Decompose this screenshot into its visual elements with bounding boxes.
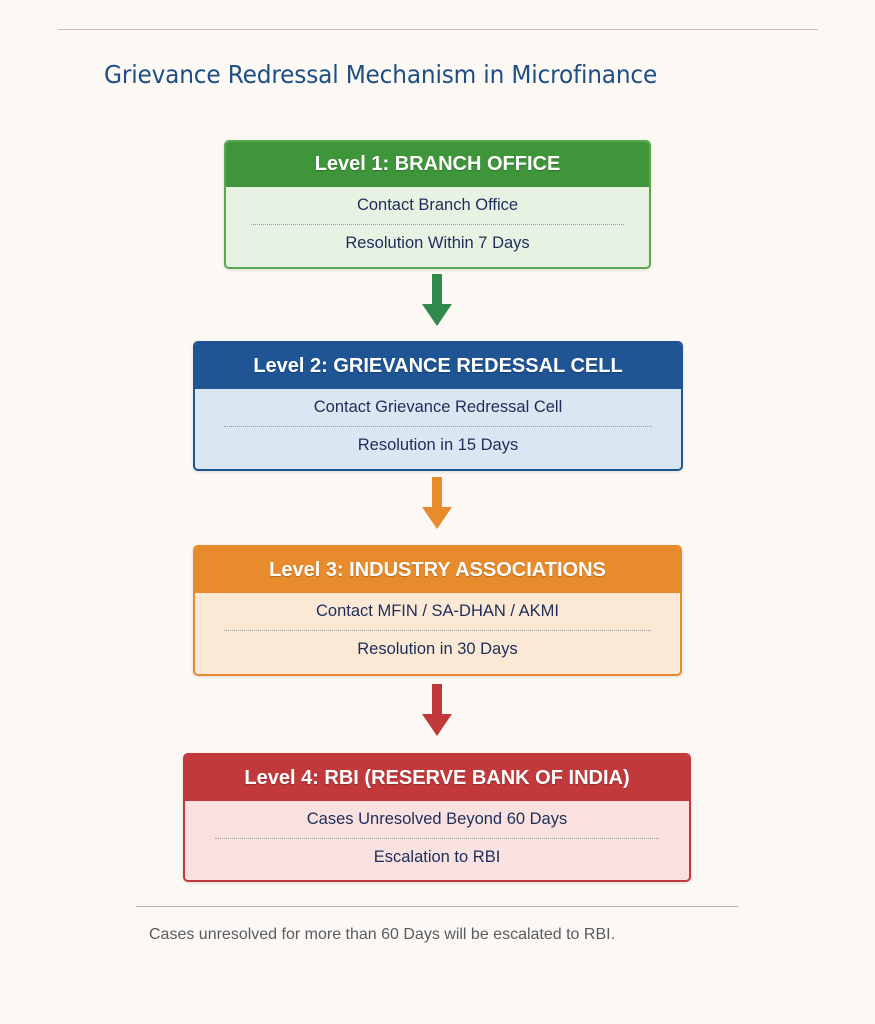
level-2-box: Level 2: GRIEVANCE REDESSAL CELL Contact… xyxy=(193,341,683,471)
arrow-3-head xyxy=(422,714,452,736)
level-4-divider xyxy=(215,838,659,839)
level-4-heading: Level 4: RBI (RESERVE BANK OF INDIA) xyxy=(185,755,689,801)
arrow-3-shaft xyxy=(432,684,442,716)
page-title: Grievance Redressal Mechanism in Microfi… xyxy=(104,60,658,89)
level-4-escalation: Escalation to RBI xyxy=(373,848,501,866)
top-divider xyxy=(58,29,818,30)
level-1-box: Level 1: BRANCH OFFICE Contact Branch Of… xyxy=(224,140,651,269)
arrow-2-shaft xyxy=(432,477,442,509)
arrow-down-icon xyxy=(422,274,452,326)
level-2-resolution: Resolution in 15 Days xyxy=(357,436,519,454)
level-4-box: Level 4: RBI (RESERVE BANK OF INDIA) Cas… xyxy=(183,753,691,882)
arrow-down-icon xyxy=(422,684,452,736)
bottom-divider xyxy=(136,906,738,907)
level-3-heading: Level 3: INDUSTRY ASSOCIATIONS xyxy=(195,547,680,593)
level-2-heading: Level 2: GRIEVANCE REDESSAL CELL xyxy=(195,343,681,389)
arrow-1-head xyxy=(422,304,452,326)
level-3-contact: Contact MFIN / SA-DHAN / AKMI xyxy=(316,602,559,620)
level-1-resolution: Resolution Within 7 Days xyxy=(345,234,530,252)
level-1-divider xyxy=(251,224,624,225)
arrow-1-shaft xyxy=(432,274,442,306)
level-3-resolution: Resolution in 30 Days xyxy=(357,640,518,658)
level-2-contact: Contact Grievance Redressal Cell xyxy=(313,398,563,416)
level-1-body: Contact Branch Office Resolution Within … xyxy=(226,187,649,262)
level-4-condition: Cases Unresolved Beyond 60 Days xyxy=(306,810,568,828)
level-2-body: Contact Grievance Redressal Cell Resolut… xyxy=(195,389,681,464)
arrow-2-head xyxy=(422,507,452,529)
level-2-divider xyxy=(224,426,652,427)
level-3-box: Level 3: INDUSTRY ASSOCIATIONS Contact M… xyxy=(193,545,682,676)
level-1-contact: Contact Branch Office xyxy=(356,196,519,214)
level-3-divider xyxy=(224,630,651,631)
footnote: Cases unresolved for more than 60 Days w… xyxy=(149,926,616,943)
arrow-down-icon xyxy=(422,477,452,529)
level-4-body: Cases Unresolved Beyond 60 Days Escalati… xyxy=(185,801,689,876)
level-3-body: Contact MFIN / SA-DHAN / AKMI Resolution… xyxy=(195,593,680,668)
level-1-heading: Level 1: BRANCH OFFICE xyxy=(226,142,649,187)
